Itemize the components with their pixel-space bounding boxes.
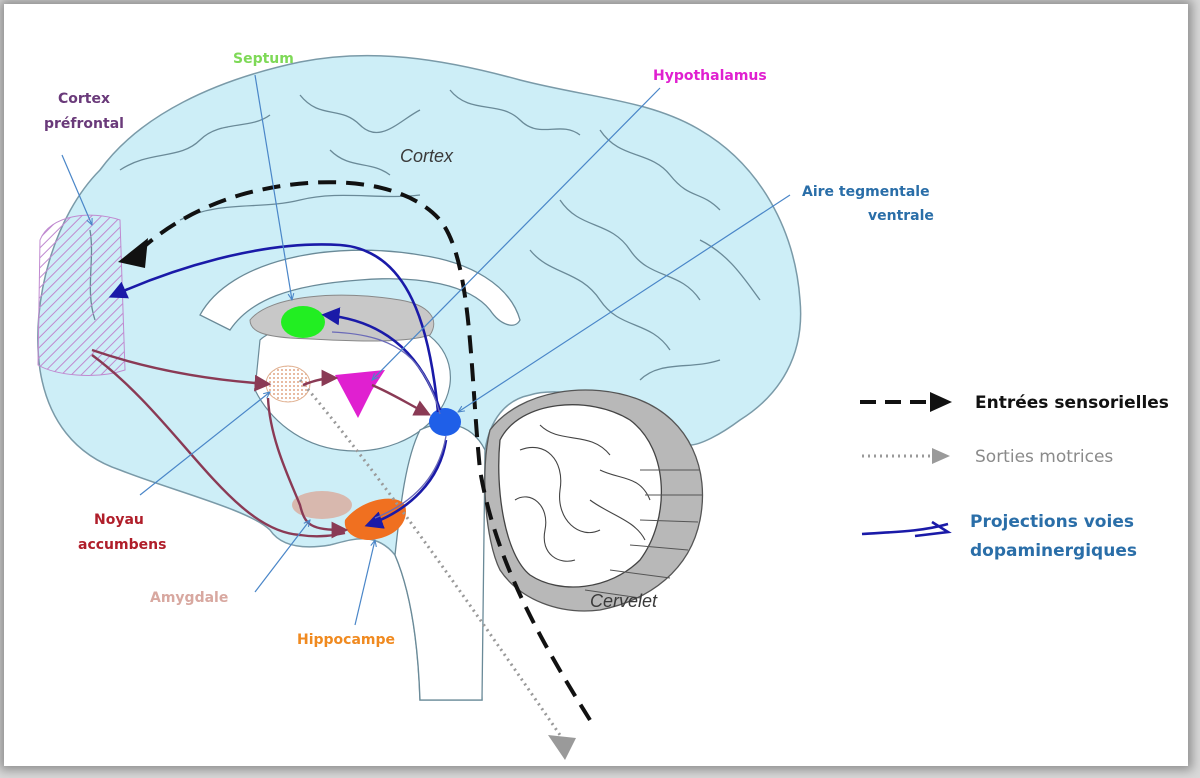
legend-dopamine-1: Projections voies [970, 512, 1134, 532]
label-cervelet: Cervelet [590, 591, 658, 611]
septum-node [281, 306, 325, 338]
label-aire-tegmentale-2: ventrale [868, 208, 934, 224]
label-cortex-prefrontal-1: Cortex [58, 91, 110, 107]
label-cortex: Cortex [400, 146, 454, 166]
legend-motor: Sorties motrices [975, 447, 1113, 467]
motor-arrowhead [548, 735, 576, 760]
legend-dopamine-2: dopaminergiques [970, 541, 1137, 561]
label-hypothalamus: Hypothalamus [653, 68, 767, 84]
dotted-arrow-icon [862, 448, 950, 464]
legend: Entrées sensorielles Sorties motrices Pr… [860, 392, 1169, 561]
label-amygdale: Amygdale [150, 590, 228, 606]
label-cortex-prefrontal-2: préfrontal [44, 116, 124, 132]
label-hippocampe: Hippocampe [297, 632, 395, 648]
label-septum: Septum [233, 51, 294, 67]
label-noyau-1: Noyau [94, 512, 144, 528]
double-arrow-icon [862, 522, 948, 536]
aire-tegmentale-node [429, 408, 461, 436]
label-noyau-2: accumbens [78, 537, 166, 553]
label-aire-tegmentale-1: Aire tegmentale [802, 184, 930, 200]
dashed-arrow-icon [860, 392, 952, 412]
cerebellum [485, 390, 703, 611]
legend-sensory: Entrées sensorielles [975, 393, 1169, 413]
